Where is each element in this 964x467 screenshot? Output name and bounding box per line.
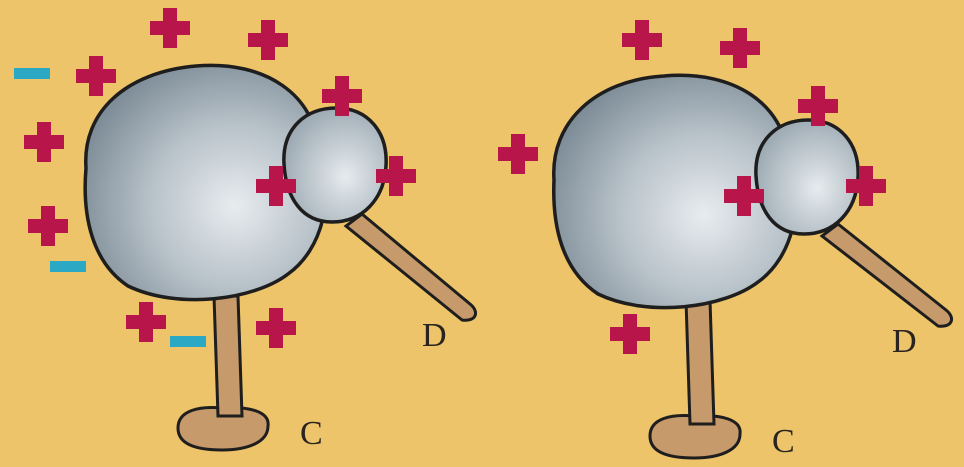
plus-sign-icon: [28, 206, 68, 246]
label-d-right: D: [892, 323, 917, 360]
minus-sign-icon: [50, 261, 86, 272]
plus-sign-icon: [24, 122, 64, 162]
small-sphere-right: [756, 120, 858, 234]
left-panel: D C: [14, 8, 476, 452]
label-d-left: D: [422, 317, 447, 354]
rod-right: [822, 224, 952, 326]
right-panel: D C: [498, 20, 952, 460]
stand-post-right: [686, 300, 714, 424]
small-sphere-left: [284, 108, 386, 222]
plus-sign-icon: [248, 20, 288, 60]
plus-sign-icon: [610, 314, 650, 354]
minus-sign-icon: [14, 68, 50, 79]
minus-sign-icon: [170, 336, 206, 347]
plus-sign-icon: [498, 134, 538, 174]
plus-sign-icon: [622, 20, 662, 60]
label-c-right: C: [772, 423, 795, 460]
stand-post-left: [214, 296, 242, 416]
plus-sign-icon: [76, 56, 116, 96]
plus-sign-icon: [720, 28, 760, 68]
plus-sign-icon: [150, 8, 190, 48]
rod-left: [346, 214, 476, 320]
plus-sign-icon: [126, 302, 166, 342]
label-c-left: C: [300, 415, 323, 452]
plus-sign-icon: [256, 308, 296, 348]
